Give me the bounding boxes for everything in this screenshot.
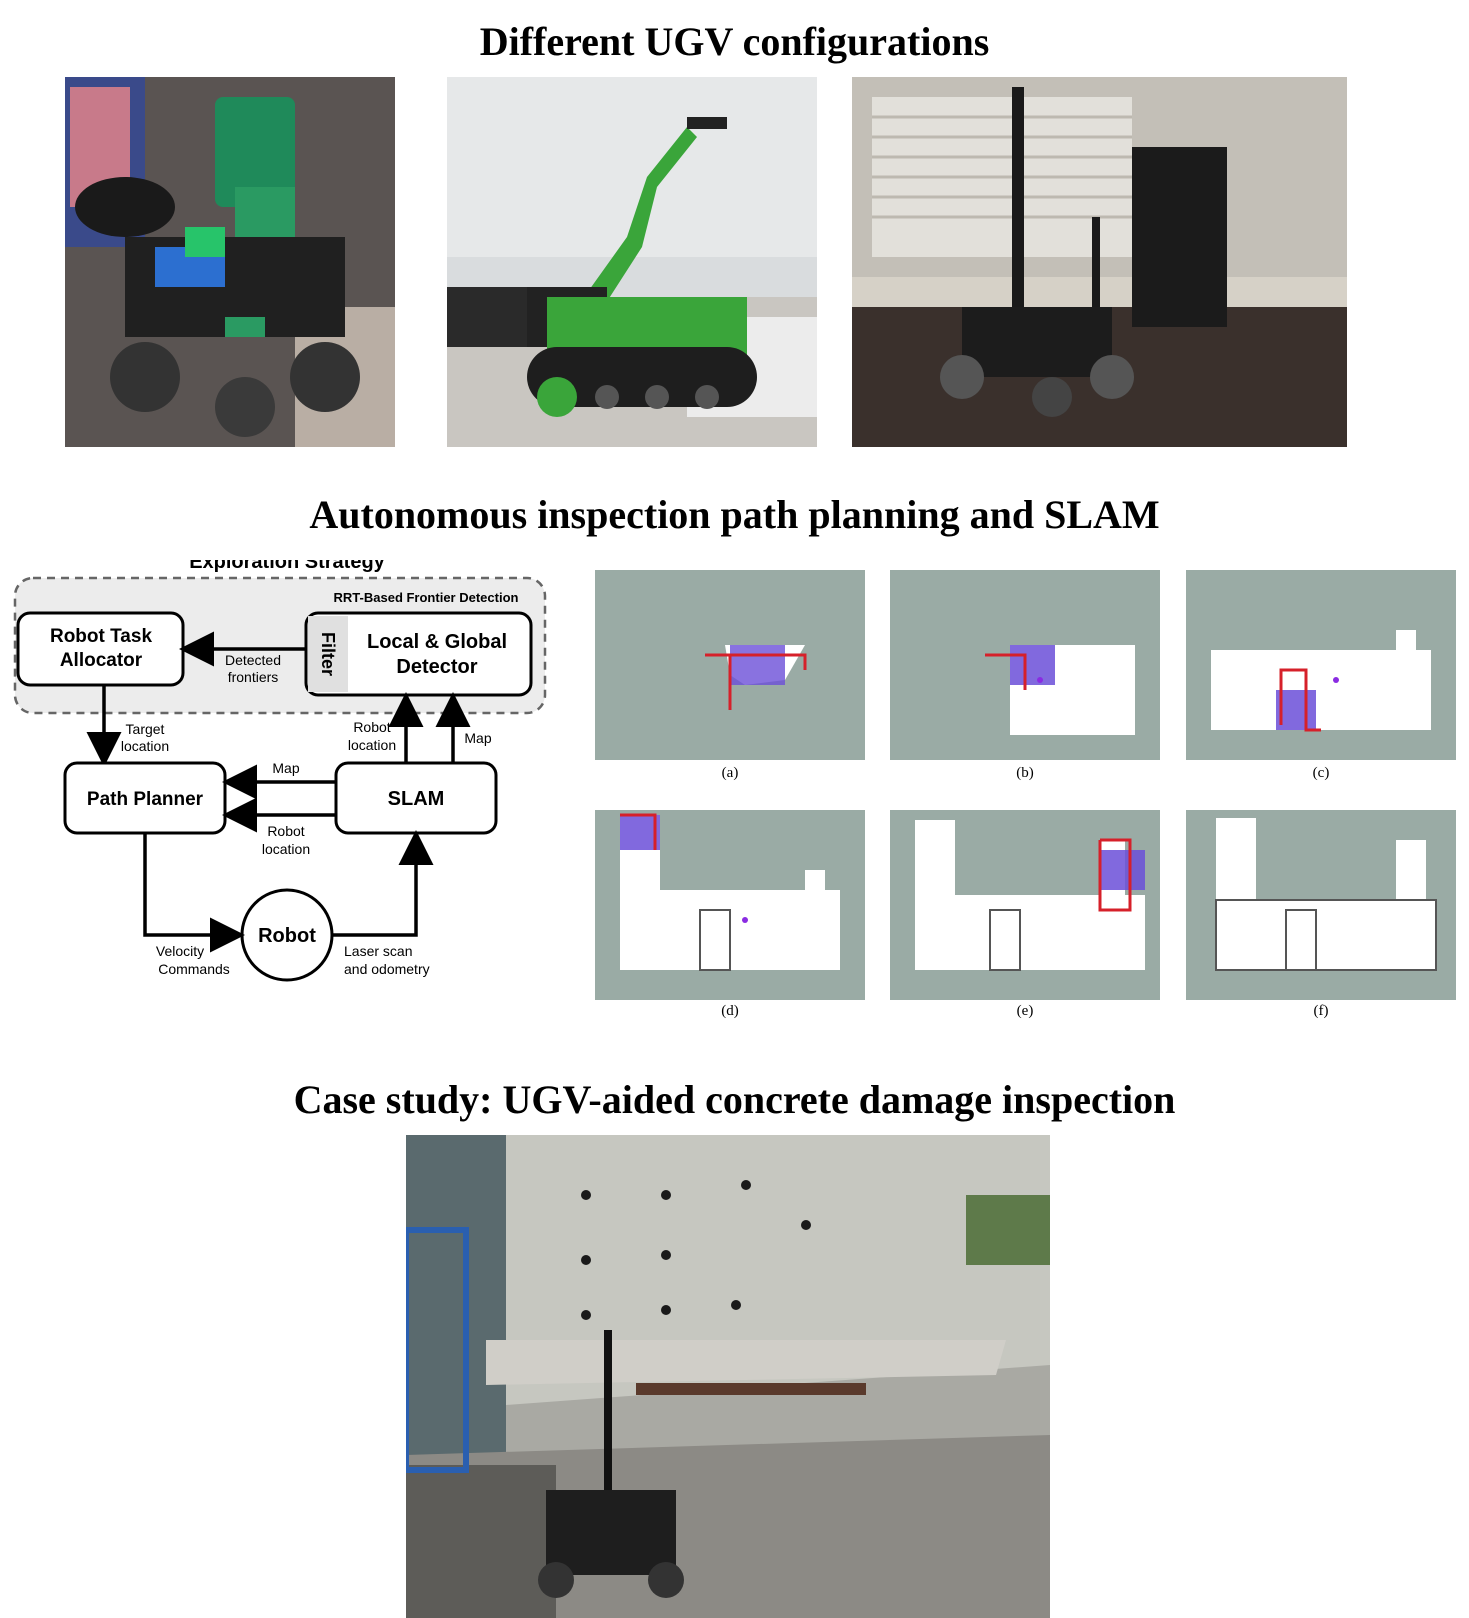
title-configs: Different UGV configurations [479, 19, 990, 64]
filter-label: Filter [318, 632, 338, 676]
slam-map-e [890, 810, 1160, 1000]
laser-label-2: and odometry [344, 961, 430, 977]
caption-d: (d) [721, 1003, 739, 1019]
path-planner-label: Path Planner [87, 789, 204, 810]
exploration-flow-diagram: Exploration Strategy RRT-Based Frontier … [0, 560, 560, 1020]
caption-e: (e) [1016, 1003, 1034, 1019]
robot-location-top-label-2: location [348, 737, 396, 753]
velocity-label-2: Commands [158, 961, 230, 977]
caption-a: (a) [721, 765, 739, 781]
target-location-label-1: Target [126, 721, 165, 737]
exploration-strategy-label: Exploration Strategy [189, 560, 385, 573]
ugv-mecanum-arm-photo [65, 77, 395, 447]
velocity-commands-arrow [143, 833, 245, 953]
laser-label-1: Laser scan [344, 943, 412, 959]
detector-label-2: Detector [396, 656, 477, 678]
slam-label: SLAM [388, 788, 445, 810]
robot-task-allocator-label-1: Robot Task [50, 626, 152, 647]
velocity-label-1: Velocity [156, 943, 204, 959]
map-mid-label: Map [272, 760, 299, 776]
detector-label-1: Local & Global [367, 631, 507, 653]
title-case-study: Case study: UGV-aided concrete damage in… [293, 1077, 1176, 1122]
ugv-tracked-arm-photo [447, 77, 817, 447]
caption-f: (f) [1313, 1003, 1329, 1019]
robot-task-allocator-box [16, 611, 185, 687]
filter-band [308, 616, 348, 692]
caption-b: (b) [1016, 765, 1034, 781]
detected-frontiers-label-2: frontiers [228, 669, 279, 685]
target-location-label-2: location [121, 738, 169, 754]
robot-location-mid-label-1: Robot [267, 823, 304, 839]
robot-task-allocator-label-2: Allocator [60, 650, 143, 671]
ugv-mecanum-lidar-photo [852, 77, 1347, 447]
map-top-label: Map [464, 730, 491, 746]
slam-map-c [1186, 570, 1456, 760]
slam-map-f [1186, 810, 1456, 1000]
concrete-inspection-photo [406, 1135, 1050, 1618]
laser-scan-arrow [332, 830, 434, 937]
robot-label: Robot [258, 925, 316, 947]
robot-location-top-label-1: Robot [353, 719, 390, 735]
slam-map-d [595, 810, 865, 1000]
slam-map-a [595, 570, 865, 760]
title-planning: Autonomous inspection path planning and … [309, 492, 1160, 537]
slam-map-b [890, 570, 1160, 760]
detected-frontiers-label-1: Detected [225, 652, 281, 668]
robot-location-mid-label-2: location [262, 841, 310, 857]
caption-c: (c) [1312, 765, 1330, 781]
rrt-frontier-label: RRT-Based Frontier Detection [334, 590, 519, 605]
